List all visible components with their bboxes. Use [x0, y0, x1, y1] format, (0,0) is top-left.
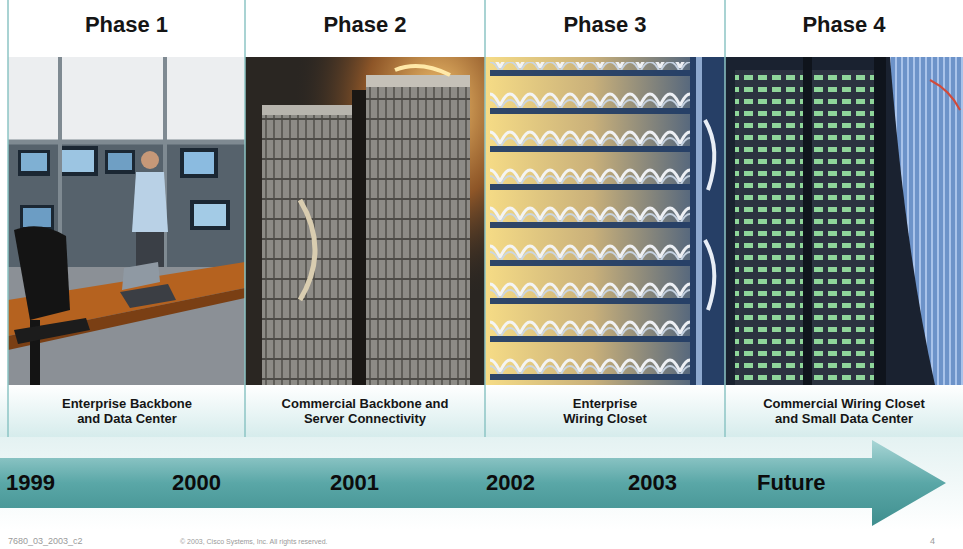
footer-label: 4 [930, 536, 935, 546]
phase-caption: Enterprise Backbone and Data Center [51, 396, 203, 426]
phase-caption: Commercial Backbone and Server Connectiv… [281, 396, 449, 426]
phase-heading: Phase 1 [8, 12, 245, 38]
year-label: 2000 [172, 470, 221, 496]
year-label: Future [757, 470, 825, 496]
phase-heading: Phase 2 [245, 12, 485, 38]
timeline-arrow: 1999 2000 2001 2002 2003 Future [0, 438, 950, 528]
phase-column: Phase 1 Enterprise Backbone and Data Cent… [8, 0, 245, 437]
year-label: 2001 [330, 470, 379, 496]
year-label: 2002 [486, 470, 535, 496]
phase-column: Phase 3 Enterprise Wiring Closet [485, 0, 725, 437]
year-label: 1999 [6, 470, 55, 496]
phase-caption: Enterprise Wiring Closet [555, 396, 655, 426]
year-label: 2003 [628, 470, 677, 496]
phase-column: Phase 2 Commercial Backbone and Server Co… [245, 0, 485, 437]
phase-column: Phase 4 Commercial Wiring Closet and Smal… [725, 0, 963, 437]
footer-label: 7680_03_2003_c2 [8, 536, 83, 546]
footer-label: © 2003, Cisco Systems, Inc. All rights r… [180, 538, 328, 545]
phase-heading: Phase 4 [725, 12, 963, 38]
phase-heading: Phase 3 [485, 12, 725, 38]
phase-caption: Commercial Wiring Closet and Small Data … [752, 396, 936, 426]
arrow-body [0, 440, 946, 526]
